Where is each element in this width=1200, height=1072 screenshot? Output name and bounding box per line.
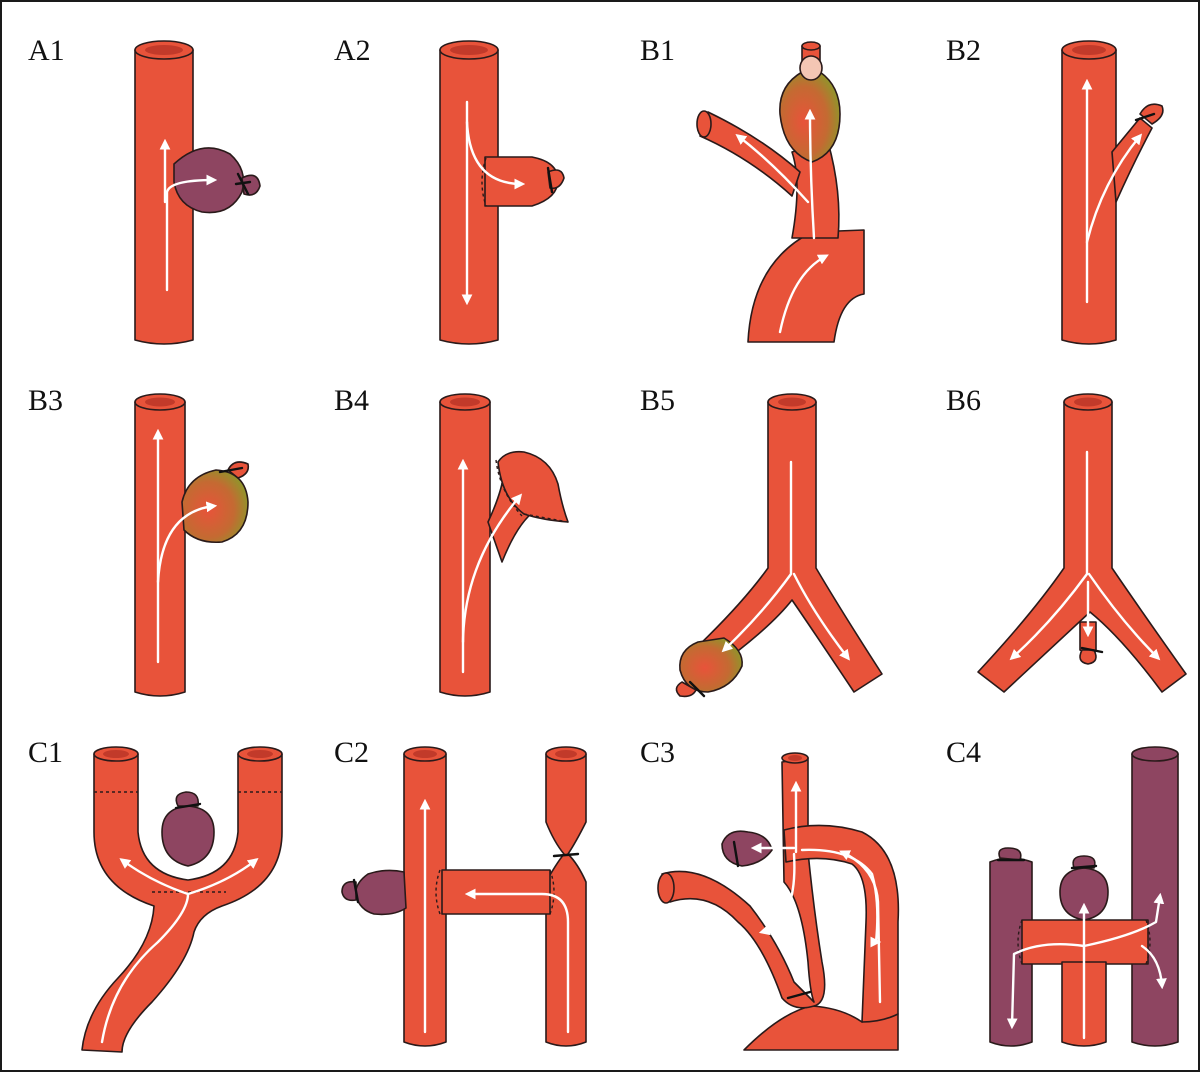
panel-B6: B6 <box>946 384 1186 692</box>
b4-vessel-lumen <box>450 398 480 407</box>
a1-vessel-lumen <box>145 45 183 55</box>
c4-right-rim <box>1132 747 1178 761</box>
panel-A1: A1 <box>28 34 260 344</box>
a2-vessel-lumen <box>450 45 488 55</box>
b2-vessel-lumen <box>1072 45 1106 55</box>
b1-distal-rim <box>802 42 820 50</box>
panel-label-c3: C3 <box>640 736 675 769</box>
panel-C1: C1 <box>28 736 282 1052</box>
panel-C2: C2 <box>334 736 586 1046</box>
b6-vessel-lumen <box>1074 398 1102 407</box>
panel-label-b2: B2 <box>946 34 981 67</box>
panel-label-b4: B4 <box>334 384 369 417</box>
panel-label-b3: B3 <box>28 384 63 417</box>
panel-label-c1: C1 <box>28 736 63 769</box>
panel-A2: A2 <box>334 34 564 344</box>
panel-label-c4: C4 <box>946 736 981 769</box>
c1-left-lumen <box>103 750 129 758</box>
c2-left-lumen <box>413 750 437 758</box>
b1-aortic-arch <box>748 230 864 342</box>
panel-B4: B4 <box>334 384 568 696</box>
c1-right-lumen <box>247 750 273 758</box>
c3-left-branch <box>662 758 825 1008</box>
panel-label-a2: A2 <box>334 34 371 67</box>
c3-top-lumen <box>788 755 802 761</box>
c4-left-stump <box>999 848 1021 860</box>
panel-B3: B3 <box>28 384 248 696</box>
b2-parent-vessel <box>1062 50 1116 344</box>
c2-right-ligature <box>554 854 578 856</box>
panel-B1: B1 <box>640 34 864 342</box>
c4-right-vessel <box>1132 754 1178 1046</box>
a2-side-branch <box>485 157 558 206</box>
c2-aneurysm-sac <box>356 870 406 914</box>
panel-label-c2: C2 <box>334 736 369 769</box>
b3-vessel-lumen <box>145 398 175 407</box>
b1-distal-lumen <box>800 56 822 80</box>
panel-label-b1: B1 <box>640 34 675 67</box>
panel-label-a1: A1 <box>28 34 65 67</box>
panel-C3: C3 <box>640 736 898 1050</box>
b1-branch-rim <box>697 111 711 137</box>
panel-label-b6: B6 <box>946 384 981 417</box>
b3-parent-vessel <box>135 402 185 696</box>
c2-right-lumen <box>555 750 577 758</box>
b2-side-branch <box>1112 118 1152 202</box>
b5-aneurysm-sac <box>680 638 742 692</box>
panel-C4: C4 <box>946 736 1178 1046</box>
b6-stump-tip <box>1080 650 1096 664</box>
panel-B2: B2 <box>946 34 1163 344</box>
c2-right-vessel <box>546 754 586 1046</box>
c3-left-rim <box>658 873 674 903</box>
c2-bridge <box>442 870 550 914</box>
panel-B5: B5 <box>640 384 882 696</box>
b4-parent-vessel <box>440 402 490 696</box>
panel-label-b5: B5 <box>640 384 675 417</box>
b5-vessel-lumen <box>778 398 806 407</box>
c1-aneurysm-sac <box>162 806 214 866</box>
